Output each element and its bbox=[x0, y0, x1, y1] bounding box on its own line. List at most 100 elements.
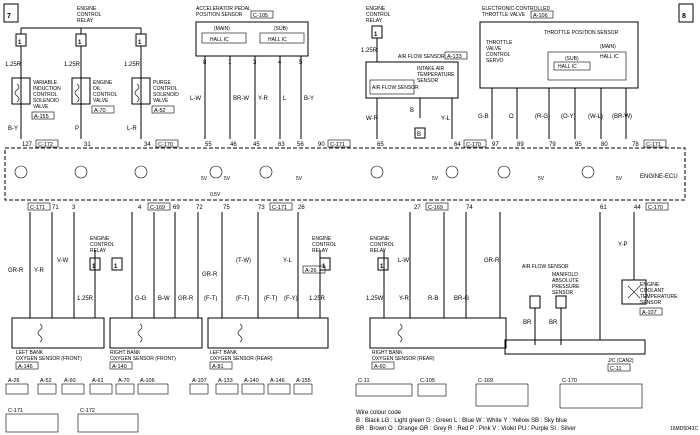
svg-text:Y-R: Y-R bbox=[34, 268, 44, 274]
svg-text:5V: 5V bbox=[224, 176, 231, 182]
svg-text:5V: 5V bbox=[201, 176, 208, 182]
apps-wire-1: L-W bbox=[190, 96, 201, 102]
svg-text:8: 8 bbox=[203, 60, 207, 66]
svg-text:SOLENOID: SOLENOID bbox=[153, 92, 179, 98]
svg-text:56: 56 bbox=[297, 142, 304, 148]
solenoid-box-2 bbox=[71, 77, 91, 105]
svg-text:TEMPERATURE: TEMPERATURE bbox=[417, 72, 455, 78]
svg-text:VALVE: VALVE bbox=[153, 98, 169, 104]
solenoid-box-1 bbox=[11, 77, 31, 105]
apps-label: POSITION SENSOR bbox=[196, 12, 243, 18]
svg-text:97: 97 bbox=[492, 142, 499, 148]
svg-text:80: 80 bbox=[601, 142, 608, 148]
svg-text:(R-G): (R-G) bbox=[535, 114, 550, 120]
svg-text:89: 89 bbox=[517, 142, 524, 148]
engine-control-relay-top: ENGINE CONTROL RELAY 1 1 1 bbox=[15, 6, 147, 47]
svg-text:V-W: V-W bbox=[57, 258, 69, 264]
svg-text:(F-T): (F-T) bbox=[236, 296, 249, 302]
svg-text:(F-T): (F-T) bbox=[204, 296, 217, 302]
svg-text:LEFT BANK: LEFT BANK bbox=[16, 350, 44, 356]
page-number-box-right bbox=[678, 3, 694, 23]
wire-size-2: 1.25R bbox=[64, 62, 81, 68]
svg-text:(O-Y): (O-Y) bbox=[561, 114, 576, 120]
svg-text:Y-L: Y-L bbox=[283, 258, 292, 264]
svg-text:CONTROL: CONTROL bbox=[486, 52, 511, 58]
svg-text:63: 63 bbox=[278, 142, 285, 148]
svg-text:C-11: C-11 bbox=[610, 366, 622, 372]
svg-text:1: 1 bbox=[322, 264, 326, 270]
svg-text:ENGINE: ENGINE bbox=[312, 236, 332, 242]
svg-text:CONTROL: CONTROL bbox=[33, 92, 58, 98]
o2-left-rear-box bbox=[207, 317, 329, 349]
svg-text:72: 72 bbox=[196, 205, 203, 211]
svg-text:R-B: R-B bbox=[428, 296, 438, 302]
svg-text:GR-R: GR-R bbox=[484, 258, 500, 264]
ecu-label: ENGINE-ECU bbox=[640, 174, 678, 180]
svg-text:COOLANT: COOLANT bbox=[640, 288, 664, 294]
svg-text:RIGHT BANK: RIGHT BANK bbox=[110, 350, 141, 356]
svg-text:C-171: C-171 bbox=[330, 142, 345, 148]
svg-text:B-W: B-W bbox=[158, 296, 170, 302]
svg-text:65: 65 bbox=[377, 142, 384, 148]
page-number-box-left bbox=[3, 3, 19, 23]
svg-text:A-133: A-133 bbox=[218, 378, 233, 384]
left-solenoids: 1.25R 1.25R 1.25R VARIABLE INDUCTION CON… bbox=[5, 46, 179, 139]
svg-text:C-105: C-105 bbox=[420, 378, 435, 384]
svg-text:B: B bbox=[410, 108, 414, 114]
ecr-top-label-2: CONTROL bbox=[77, 12, 102, 18]
svg-text:1.25R: 1.25R bbox=[361, 48, 378, 54]
o2-right-rear-box bbox=[369, 317, 507, 349]
apps-ic-sub: HALL IC bbox=[268, 37, 287, 43]
connector-table: A-26 A-52 A-60 A-61 A-70 A-106 A-107 A-1… bbox=[5, 378, 643, 433]
svg-text:C-172: C-172 bbox=[80, 408, 95, 414]
svg-text:1.25W: 1.25W bbox=[366, 296, 384, 302]
svg-text:ENGINE: ENGINE bbox=[370, 236, 390, 242]
svg-text:W-R: W-R bbox=[366, 116, 379, 122]
svg-text:1: 1 bbox=[138, 40, 142, 46]
svg-text:THROTTLE: THROTTLE bbox=[486, 40, 513, 46]
svg-text:55: 55 bbox=[205, 142, 212, 148]
svg-text:CONTROL: CONTROL bbox=[93, 92, 118, 98]
svg-text:ENGINE: ENGINE bbox=[90, 236, 110, 242]
svg-text:C-171: C-171 bbox=[646, 142, 661, 148]
apps-wire-2: BR-W bbox=[233, 96, 249, 102]
ecr-top-label-1: ENGINE bbox=[77, 6, 97, 12]
svg-text:5V: 5V bbox=[538, 176, 545, 182]
svg-text:G-G: G-G bbox=[135, 296, 147, 302]
svg-text:A-107: A-107 bbox=[192, 378, 207, 384]
svg-text:HALL IC: HALL IC bbox=[558, 64, 577, 70]
colour-code-title: Wire colour code bbox=[356, 410, 402, 416]
svg-text:69: 69 bbox=[173, 205, 180, 211]
apps-wire-3: Y-R bbox=[258, 96, 268, 102]
o2-label-1: OXYGEN SENSOR (FRONT) bbox=[16, 356, 82, 362]
svg-text:127: 127 bbox=[22, 142, 33, 148]
solenoid-label-1: VARIABLE bbox=[33, 80, 58, 86]
svg-text:5V: 5V bbox=[296, 176, 303, 182]
accelerator-pedal-position-sensor: ACCELERATOR PEDAL POSITION SENSOR C-105 … bbox=[190, 6, 314, 139]
svg-text:1: 1 bbox=[228, 60, 232, 66]
svg-text:1.25R: 1.25R bbox=[309, 296, 326, 302]
svg-text:0.5V: 0.5V bbox=[210, 192, 221, 198]
svg-text:VALVE: VALVE bbox=[33, 104, 49, 110]
apps-main: (MAIN) bbox=[214, 26, 230, 32]
afs-label: AIR FLOW SENSOR bbox=[398, 54, 445, 60]
svg-text:(F-Y): (F-Y) bbox=[284, 296, 298, 302]
svg-text:1: 1 bbox=[380, 264, 384, 270]
svg-text:C-171: C-171 bbox=[272, 205, 287, 211]
svg-text:CONTROL: CONTROL bbox=[90, 242, 115, 248]
wire-size-3: 1.25R bbox=[124, 62, 141, 68]
ecr-bottom-label-1: RELAY bbox=[90, 248, 107, 254]
ecu-outline bbox=[4, 147, 686, 201]
page-number-left: 7 bbox=[7, 13, 11, 20]
svg-text:5V: 5V bbox=[432, 176, 439, 182]
svg-text:5V: 5V bbox=[616, 176, 623, 182]
svg-text:A-52: A-52 bbox=[40, 378, 52, 384]
oxygen-sensors: LEFT BANK OXYGEN SENSOR (FRONT) A-146 RI… bbox=[11, 317, 507, 370]
engine-control-relay-right: ENGINE CONTROL RELAY 1 1.25R bbox=[361, 6, 391, 62]
svg-text:(T-W): (T-W) bbox=[236, 258, 251, 264]
svg-text:78: 78 bbox=[632, 142, 639, 148]
svg-text:3: 3 bbox=[253, 60, 257, 66]
svg-text:ENGINE: ENGINE bbox=[366, 6, 386, 12]
svg-text:(W-L): (W-L) bbox=[588, 114, 603, 120]
svg-text:A-155: A-155 bbox=[296, 378, 311, 384]
